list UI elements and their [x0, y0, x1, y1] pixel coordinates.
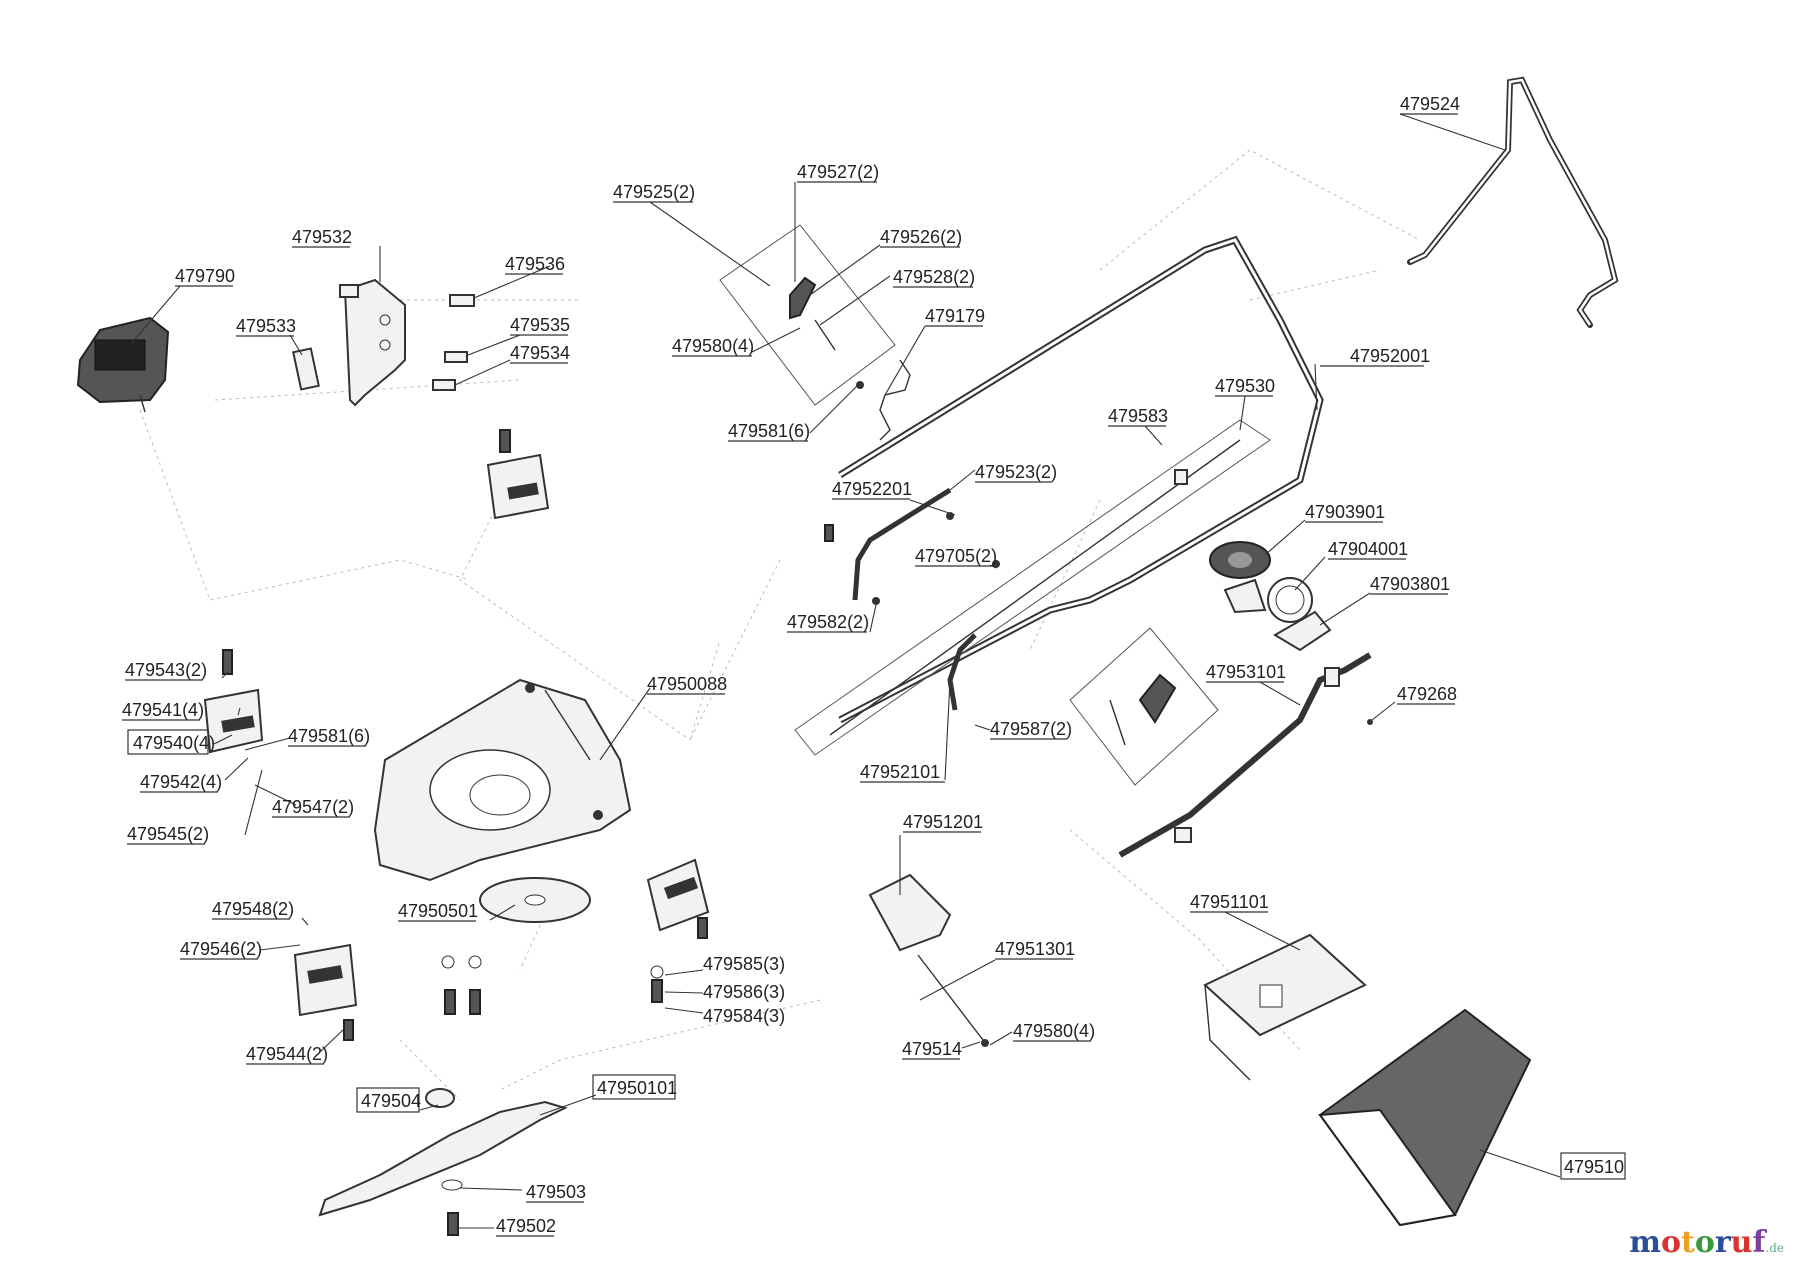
- wheel-pad-part: [203, 649, 264, 754]
- part-label-47952101: 47952101: [860, 762, 940, 782]
- label-box: [592, 1074, 676, 1100]
- pin-part: [444, 351, 468, 363]
- bolt-part: [441, 955, 664, 1015]
- logo-suffix: .de: [1765, 1241, 1784, 1255]
- logo-letter: r: [1714, 1225, 1731, 1260]
- lower-handle-left-part: [852, 487, 952, 601]
- starter-assembly-part: [1209, 541, 1332, 652]
- mulch-insert-part: [868, 873, 989, 1047]
- part-label-479523: 479523(2): [975, 462, 1057, 482]
- logo-letter: f: [1752, 1225, 1766, 1260]
- assembly-guide-lines: [139, 149, 1421, 1101]
- part-label-479535: 479535: [510, 315, 570, 335]
- grass-bag-part: [1318, 1008, 1532, 1227]
- label-box: [1560, 1152, 1626, 1180]
- part-label-479583: 479583: [1108, 406, 1168, 426]
- part-label-479540: 479540(4): [133, 733, 215, 753]
- part-label-479504: 479504: [361, 1091, 421, 1111]
- part-label-47950101: 47950101: [597, 1078, 677, 1098]
- part-label-479527: 479527(2): [797, 162, 879, 182]
- part-label-479524: 479524: [1400, 94, 1460, 114]
- wheel-pad-part: [486, 429, 550, 520]
- part-label-479548: 479548(2): [212, 899, 294, 919]
- blade-disc-part: [479, 877, 591, 923]
- part-label-47904001: 47904001: [1328, 539, 1408, 559]
- part-label-47903801: 47903801: [1370, 574, 1450, 594]
- part-label-47951201: 47951201: [903, 812, 983, 832]
- part-label-479584: 479584(3): [703, 1006, 785, 1026]
- part-label-479510: 479510: [1564, 1157, 1624, 1177]
- part-label-479534: 479534: [510, 343, 570, 363]
- lower-handle-right-part: [947, 633, 977, 711]
- part-label-479525: 479525(2): [613, 182, 695, 202]
- part-label-479514: 479514: [902, 1039, 962, 1059]
- part-label-479580-upper: 479580(4): [672, 336, 754, 356]
- label-box: [127, 729, 209, 755]
- logo-letter: t: [1680, 1225, 1695, 1260]
- part-label-47951101: 47951101: [1190, 892, 1269, 912]
- spacer-part: [292, 347, 320, 391]
- engine-part: [76, 316, 170, 413]
- part-label-479546: 479546(2): [180, 939, 262, 959]
- part-label-47951301: 47951301: [995, 939, 1075, 959]
- part-label-47950088: 47950088: [647, 674, 727, 694]
- part-label-479581-upper: 479581(6): [728, 421, 810, 441]
- part-label-479544: 479544(2): [246, 1044, 328, 1064]
- part-label-479582: 479582(2): [787, 612, 869, 632]
- part-label-479705: 479705(2): [915, 546, 997, 566]
- part-label-479179: 479179: [925, 306, 985, 326]
- part-label-479526: 479526(2): [880, 227, 962, 247]
- pin-part: [432, 379, 456, 391]
- spring-part: [879, 359, 911, 441]
- catcher-frame-part: [1203, 933, 1367, 1081]
- cable-box: [794, 419, 1271, 756]
- logo-letter: o: [1660, 1225, 1681, 1260]
- part-label-479533: 479533: [236, 316, 296, 336]
- part-label-479536: 479536: [505, 254, 565, 274]
- part-label-479585: 479585(3): [703, 954, 785, 974]
- part-label-479528: 479528(2): [893, 267, 975, 287]
- cutting-blade-part: [318, 1088, 568, 1236]
- motoruf-logo: motoruf.de: [1629, 1225, 1784, 1260]
- lower-frame-bar-part: [1118, 652, 1372, 858]
- part-label-47950501: 47950501: [398, 901, 478, 921]
- part-label-479545: 479545(2): [127, 824, 209, 844]
- logo-letter: m: [1629, 1225, 1661, 1260]
- part-label-479547: 479547(2): [272, 797, 354, 817]
- bolt-part: [824, 524, 834, 542]
- part-label-47952201: 47952201: [832, 479, 912, 499]
- part-label-479580-lower: 479580(4): [1013, 1021, 1095, 1041]
- part-label-47903901: 47903901: [1305, 502, 1385, 522]
- part-label-479502: 479502: [496, 1216, 556, 1236]
- part-label-479503: 479503: [526, 1182, 586, 1202]
- part-number-labels: 479790 479532 479533 479536 479535 47953…: [122, 94, 1626, 1237]
- mower-deck-part: [373, 678, 632, 882]
- switch-kit-box: [1069, 627, 1219, 786]
- leader-lines: [129, 113, 1561, 1229]
- part-label-479543: 479543(2): [125, 660, 207, 680]
- part-label-47953101: 47953101: [1206, 662, 1286, 682]
- part-label-479542: 479542(4): [140, 772, 222, 792]
- lever-kit-box: [719, 224, 896, 406]
- part-label-479586: 479586(3): [703, 982, 785, 1002]
- part-label-479587: 479587(2): [990, 719, 1072, 739]
- part-label-479581-lower: 479581(6): [288, 726, 370, 746]
- part-label-479530: 479530: [1215, 376, 1275, 396]
- mounting-plate-part: [339, 278, 406, 407]
- logo-letter: u: [1730, 1225, 1753, 1260]
- wheel-pad-part: [293, 943, 358, 1041]
- part-label-479541: 479541(4): [122, 700, 204, 720]
- label-box: [356, 1087, 420, 1113]
- part-label-479532: 479532: [292, 227, 352, 247]
- pin-part: [449, 294, 475, 307]
- part-label-47952001: 47952001: [1350, 346, 1430, 366]
- part-label-479790: 479790: [175, 266, 235, 286]
- part-label-479268: 479268: [1397, 684, 1457, 704]
- wheel-pad-part: [646, 858, 710, 939]
- logo-letter: o: [1694, 1225, 1715, 1260]
